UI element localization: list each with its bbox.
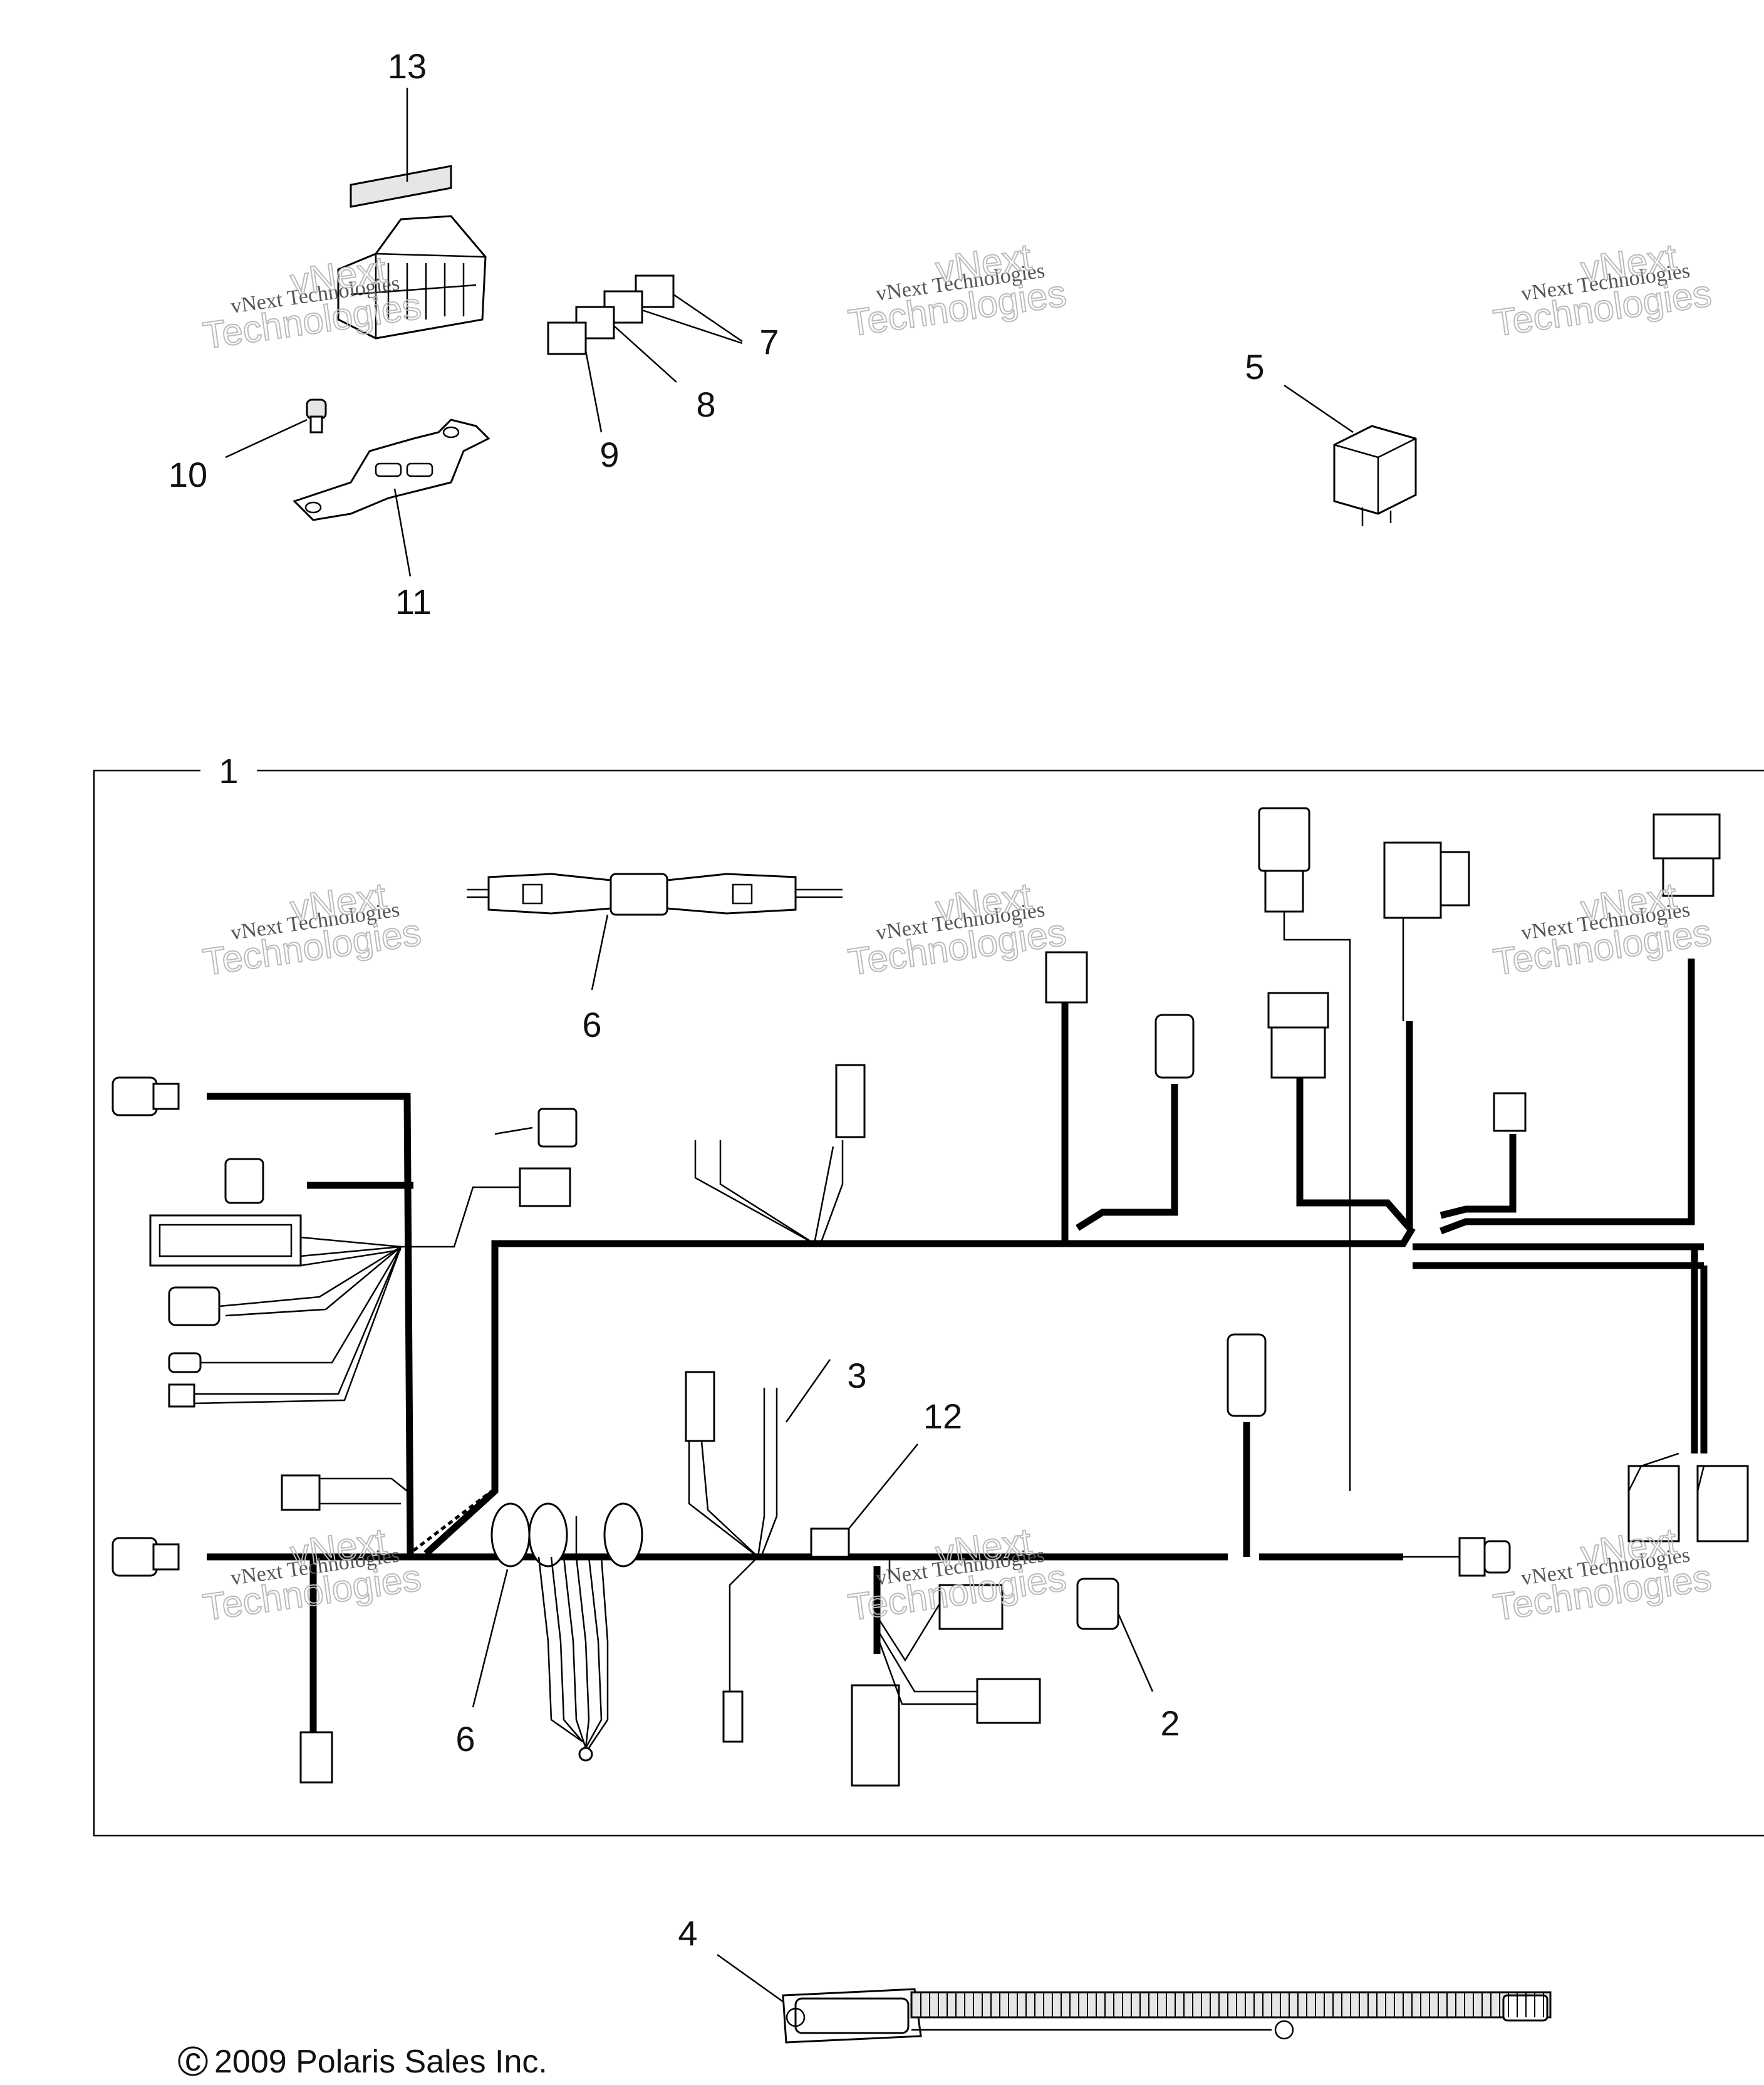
fuses-7-8-9 — [547, 274, 743, 433]
callout-12: 12 — [923, 1396, 962, 1436]
callout-5: 5 — [1245, 347, 1264, 387]
callout-13: 13 — [388, 46, 427, 86]
callout-2: 2 — [1160, 1703, 1180, 1743]
callout-6-bottom: 6 — [455, 1719, 475, 1759]
callout-4: 4 — [678, 1913, 697, 1953]
watermark-7: vNext Technologies vNext Technologies — [200, 1519, 424, 1629]
part-5-relay — [1284, 384, 1417, 526]
callout-9: 9 — [599, 435, 619, 474]
watermark-2: vNext Technologies vNext Technologies — [845, 235, 1069, 345]
callout-7: 7 — [759, 322, 779, 361]
middle-and-right-connectors — [490, 1333, 1749, 1787]
watermark-3: vNext Technologies vNext Technologies — [1490, 235, 1715, 345]
part-10-bolt — [225, 398, 327, 459]
copyright-notice: c 2009 Polaris Sales Inc. — [178, 2042, 547, 2080]
part-4-cable-ribs — [920, 1992, 1544, 2017]
left-thin-wiring — [194, 1126, 533, 1505]
harness-frame — [93, 769, 1764, 1837]
lower-thin-wiring — [537, 1388, 1729, 1762]
callout-11: 11 — [395, 582, 432, 621]
callout-10: 10 — [169, 455, 207, 494]
fuse-box — [337, 215, 487, 340]
part-4-battery-cable — [717, 1953, 1552, 2044]
part-11-bracket — [293, 419, 490, 577]
copyright-text: 2009 Polaris Sales Inc. — [214, 2044, 547, 2080]
main-harness-trunks — [207, 912, 1708, 1735]
harness-leader-lines — [472, 1359, 1154, 1708]
watermark-5: vNext Technologies vNext Technologies — [845, 874, 1069, 984]
callout-3: 3 — [847, 1356, 866, 1395]
callout-6-top: 6 — [582, 1005, 601, 1044]
copyright-symbol-letter: c — [185, 2042, 201, 2078]
watermark-4: vNext Technologies vNext Technologies — [200, 874, 424, 984]
callout-1: 1 — [219, 751, 238, 791]
callout-8: 8 — [696, 385, 715, 424]
part-6-fuse-holder — [467, 873, 843, 991]
copyright-symbol-circle — [178, 2046, 208, 2076]
part-13-label — [350, 88, 452, 208]
top-right-connectors — [835, 807, 1721, 1138]
